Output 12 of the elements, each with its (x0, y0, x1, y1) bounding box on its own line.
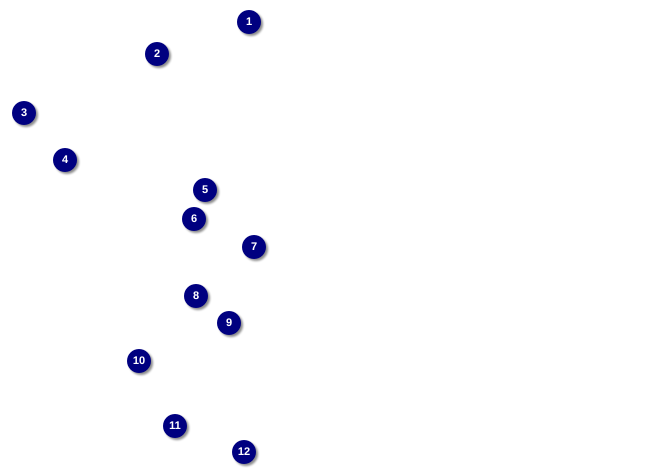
callout-number: 10 (127, 349, 151, 373)
callout-number: 8 (184, 284, 208, 308)
callout-number: 7 (242, 235, 266, 259)
callout-number: 4 (53, 148, 77, 172)
callout-number: 5 (193, 178, 217, 202)
callout-number: 9 (217, 311, 241, 335)
callout-number: 1 (237, 10, 261, 34)
callout-number: 11 (163, 414, 187, 438)
callout-number: 12 (232, 440, 256, 464)
callout-number: 6 (182, 207, 206, 231)
callout-number: 3 (12, 101, 36, 125)
callout-number: 2 (145, 42, 169, 66)
